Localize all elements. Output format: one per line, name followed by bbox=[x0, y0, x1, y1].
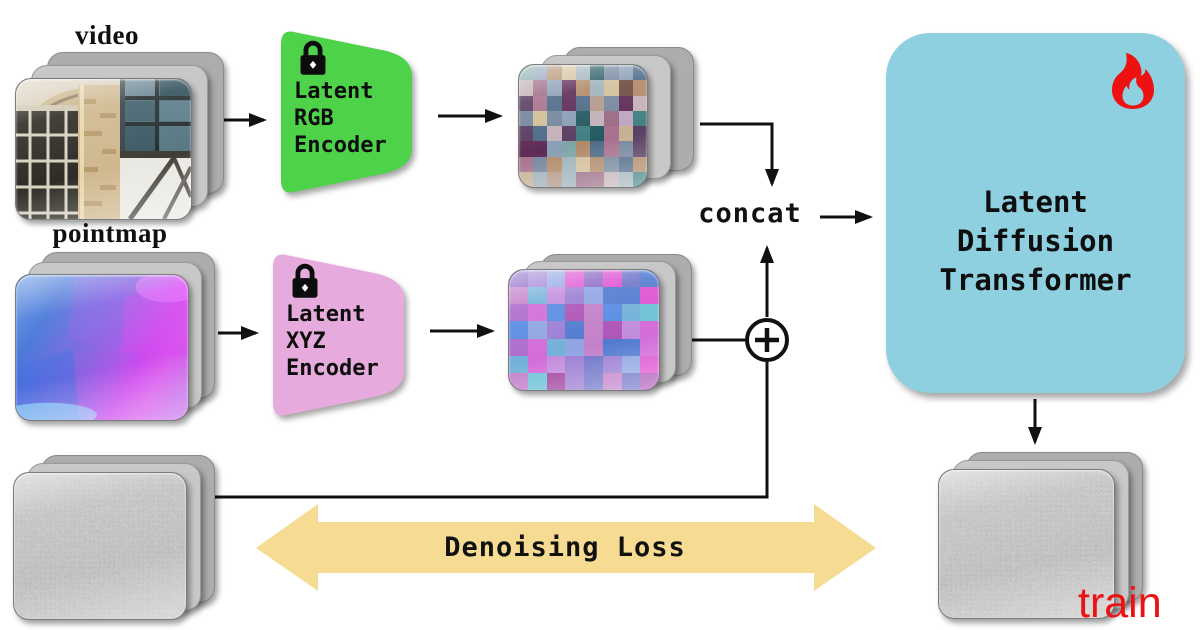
latent-xyz-stack bbox=[508, 252, 692, 391]
latent-xyz-mosaic bbox=[509, 270, 659, 390]
transformer-title-line: Transformer bbox=[939, 263, 1132, 297]
encoder-label-line: Latent bbox=[286, 302, 366, 327]
encoder-content: Latent XYZ Encoder bbox=[270, 251, 412, 419]
arrow-latent-rgb-to-concat bbox=[700, 122, 779, 187]
circled-plus-icon bbox=[745, 318, 789, 362]
lock-icon bbox=[300, 40, 326, 75]
latent-rgb-encoder: Latent RGB Encoder bbox=[278, 28, 420, 196]
concat-label: concat bbox=[698, 198, 802, 229]
video-label: video bbox=[74, 20, 139, 50]
encoder-label-line: Encoder bbox=[286, 356, 379, 381]
pointmap-label: pointmap bbox=[52, 218, 168, 248]
flame-icon bbox=[1112, 53, 1154, 109]
noise-image bbox=[13, 472, 187, 620]
train-label: train bbox=[1078, 579, 1162, 627]
latent-rgb-image bbox=[518, 64, 648, 188]
denoising-loss-label: Denoising Loss bbox=[444, 532, 686, 563]
latent-xyz-image bbox=[508, 269, 660, 391]
noise-input-stack bbox=[13, 453, 215, 620]
latent-diffusion-transformer-box: Latent Diffusion Transformer bbox=[886, 33, 1185, 393]
lock-icon bbox=[292, 263, 318, 298]
transformer-title-line: Latent bbox=[983, 185, 1088, 219]
latent-rgb-mosaic bbox=[519, 65, 647, 187]
line-noise-to-plus bbox=[200, 362, 769, 499]
latent-xyz-encoder: Latent XYZ Encoder bbox=[270, 251, 412, 419]
pointmap-frame-stack bbox=[15, 250, 215, 421]
video-frame-stack bbox=[15, 50, 224, 220]
noise-texture bbox=[14, 473, 186, 619]
transformer-title-line: Diffusion bbox=[956, 224, 1115, 258]
pointmap-image bbox=[15, 274, 189, 421]
transformer-title: Latent Diffusion Transformer bbox=[886, 183, 1185, 300]
encoder-label-line: Encoder bbox=[294, 133, 387, 158]
video-frame-image bbox=[15, 78, 192, 220]
building-photo-graphic bbox=[16, 79, 191, 219]
encoder-content: Latent RGB Encoder bbox=[278, 28, 420, 196]
pointmap-graphic bbox=[16, 275, 188, 420]
encoder-label-line: Latent bbox=[294, 79, 374, 104]
encoder-label-line: RGB bbox=[294, 106, 334, 131]
denoising-loss-arrow bbox=[256, 504, 876, 591]
encoder-label-line: XYZ bbox=[286, 329, 326, 354]
latent-rgb-stack bbox=[518, 45, 694, 188]
